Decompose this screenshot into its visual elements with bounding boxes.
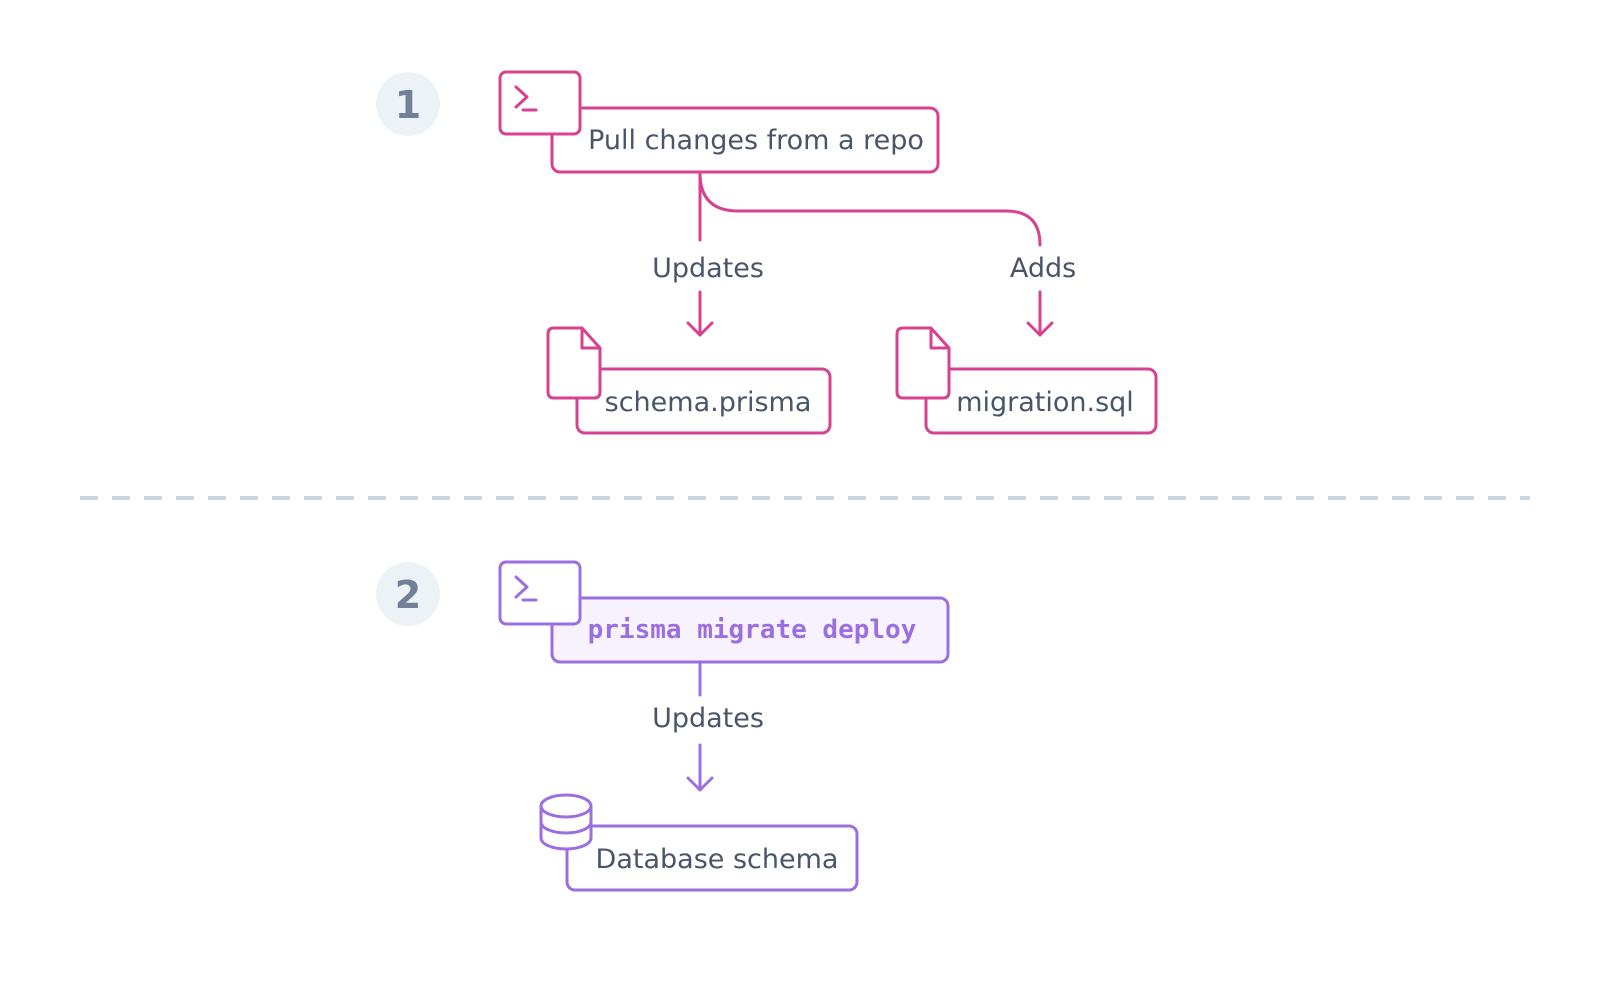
edge-label-updates-db: Updates [652,703,764,734]
step-1-badge [376,72,440,136]
file-icon [546,326,602,400]
terminal-icon [498,70,582,136]
file-label-schema-prisma: schema.prisma [605,387,812,418]
step-2-connectors [686,661,714,792]
step-2-command-label: prisma migrate deploy [588,615,917,645]
database-icon [539,793,593,851]
step-2-command-box [550,596,950,664]
database-node: Database schema [539,793,859,892]
terminal-icon [498,560,582,626]
file-node-migration-sql: migration.sql [895,326,1158,435]
edge-label-updates: Updates [652,253,764,284]
step-1-number: 1 [395,83,421,127]
file-icon [895,326,951,400]
edge-label-adds: Adds [1010,253,1076,284]
step-2-badge [376,562,440,626]
step-1: 1 Pull changes from a repo Updates Adds [376,70,1158,435]
file-node-schema-prisma: schema.prisma [546,326,832,435]
step-1-connectors [686,171,1054,337]
database-label: Database schema [596,844,839,875]
step-1-command-box [550,106,940,174]
step-2-number: 2 [395,573,421,617]
file-label-migration-sql: migration.sql [956,387,1134,418]
step-2: 2 prisma migrate deploy Updates Database… [376,560,950,892]
step-1-command-label: Pull changes from a repo [588,125,924,156]
